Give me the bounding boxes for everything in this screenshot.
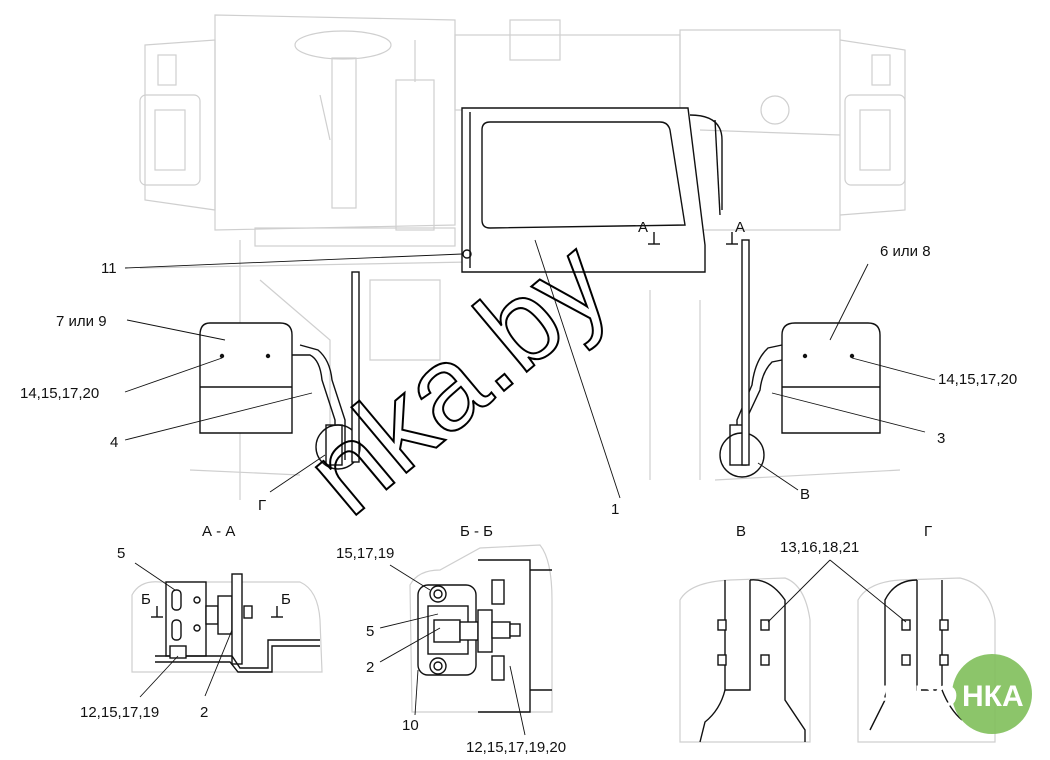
logo-right-text: НКА	[962, 680, 1024, 713]
callout-4: 4	[110, 434, 118, 451]
callout-14-left: 14,15,17,20	[20, 385, 99, 402]
detail-v-title: В	[736, 523, 746, 540]
callout-3: 3	[937, 430, 945, 447]
panel-part-1	[461, 107, 723, 273]
section-a-right-label: А	[735, 219, 745, 236]
detail-a-a-title: А - А	[202, 523, 235, 540]
detail-b-b: Б - Б 15,17,19 5 2 10 12,15,17,19,20	[336, 523, 566, 756]
detail-v: В	[679, 523, 811, 743]
callout-6-or-8: 6 или 8	[880, 243, 931, 260]
detail-a-a-section-b-left: Б	[141, 591, 151, 608]
section-a-markers: А А	[638, 219, 745, 245]
agronka-logo: АГРО НКА	[876, 654, 1032, 734]
detail-b-b-callout-10: 10	[402, 717, 419, 734]
callout-11: 11	[101, 260, 117, 277]
detail-b-b-callout-15: 15,17,19	[336, 545, 394, 562]
detail-a-a-callout-2: 2	[200, 704, 208, 721]
callout-7-or-9: 7 или 9	[56, 313, 107, 330]
callout-13-group: 13,16,18,21	[767, 539, 907, 623]
callout-14-right: 14,15,17,20	[938, 371, 1017, 388]
left-mudguard	[199, 271, 361, 470]
detail-a-a: А - А 5 Б Б 12,15,17,19 2	[80, 523, 323, 721]
callout-v-main: В	[800, 486, 810, 503]
detail-b-b-title: Б - Б	[460, 523, 493, 540]
detail-b-b-callout-5: 5	[366, 623, 374, 640]
detail-b-b-callout-12: 12,15,17,19,20	[466, 739, 566, 756]
detail-g-title: Г	[924, 523, 932, 540]
detail-a-a-callout-5: 5	[117, 545, 125, 562]
logo-left-text: АГРО	[876, 680, 958, 713]
detail-a-a-section-b-right: Б	[281, 591, 291, 608]
callout-13-16-18-21: 13,16,18,21	[780, 539, 859, 556]
callout-g-main: Г	[258, 497, 266, 514]
callout-1: 1	[611, 501, 619, 518]
section-a-left-label: А	[638, 219, 648, 236]
detail-g: Г	[857, 523, 996, 743]
detail-b-b-callout-2: 2	[366, 659, 374, 676]
logo-circle	[952, 654, 1032, 734]
right-mudguard	[719, 239, 881, 478]
main-leaders	[124, 239, 936, 499]
detail-a-a-callout-12: 12,15,17,19	[80, 704, 159, 721]
tractor-background	[139, 14, 906, 500]
